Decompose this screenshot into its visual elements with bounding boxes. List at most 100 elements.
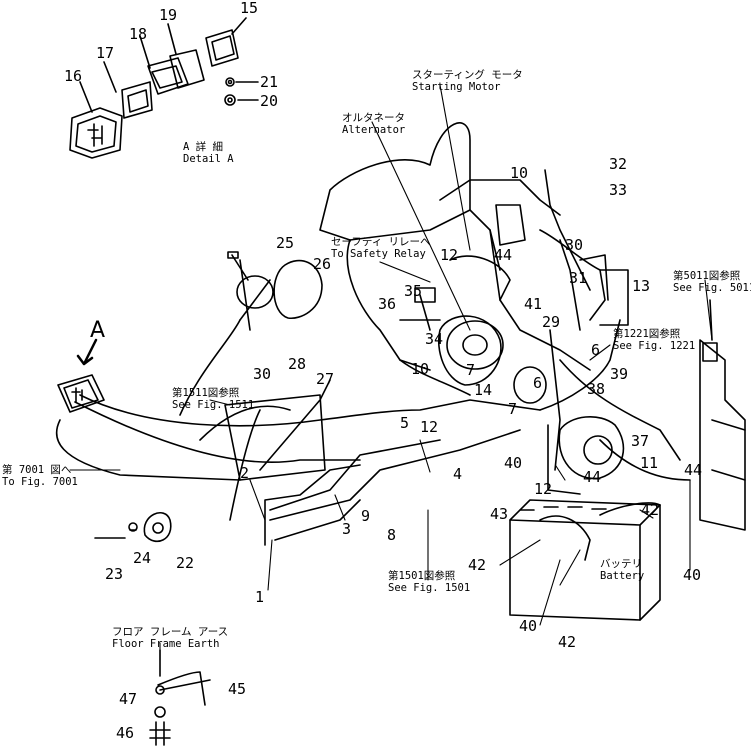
caption-fig-1221-jp: 第1221図参照 (613, 328, 681, 340)
callout-44: 44 (494, 246, 513, 264)
caption-floor-earth-jp: フロア フレーム アース (112, 626, 229, 638)
caption-fig-1501-en: See Fig. 1501 (388, 582, 471, 594)
caption-fig-5011-jp: 第5011図参照 (673, 270, 741, 282)
callout-4: 4 (453, 465, 463, 483)
caption-fig-1501-jp: 第1501図参照 (388, 570, 456, 582)
caption-detail-a-jp: A 詳 細 (183, 141, 223, 153)
callout-11: 11 (640, 454, 659, 472)
callout-16: 16 (64, 67, 83, 85)
callout-40c: 40 (519, 617, 538, 635)
callout-6: 6 (591, 341, 601, 359)
callout-7: 7 (466, 361, 476, 379)
callout-30b: 30 (253, 365, 272, 383)
callout-18: 18 (129, 25, 148, 43)
caption-fig-1221: 第1221図参照 See Fig. 1221 (613, 328, 695, 352)
callout-41: 41 (524, 295, 543, 313)
callout-45: 45 (228, 680, 247, 698)
callout-10: 10 (510, 164, 529, 182)
leader-lines (69, 84, 713, 661)
caption-floor-earth: フロア フレーム アース Floor Frame Earth (112, 626, 228, 650)
detail-a-marker: A (90, 318, 106, 343)
callout-30: 30 (565, 236, 584, 254)
callout-24: 24 (133, 549, 152, 567)
callout-46: 46 (116, 724, 135, 742)
caption-detail-a: A 詳 細 Detail A (183, 141, 234, 165)
callout-23: 23 (105, 565, 124, 583)
caption-alternator-jp: オルタネータ (342, 112, 405, 124)
caption-fig-1511: 第1511図参照 See Fig. 1511 (172, 387, 254, 411)
caption-battery-en: Battery (600, 570, 645, 582)
callout-3: 3 (342, 520, 352, 538)
callout-32: 32 (609, 155, 628, 173)
callout-12b: 12 (420, 418, 439, 436)
callout-39: 39 (610, 365, 629, 383)
callout-6b: 6 (533, 374, 543, 392)
callout-40b: 40 (683, 566, 702, 584)
battery-drawing (509, 499, 661, 621)
callout-8: 8 (387, 526, 397, 544)
callout-12c: 12 (534, 480, 553, 498)
caption-safety-relay-en: To Safety Relay (331, 248, 426, 260)
callout-27: 27 (316, 370, 335, 388)
alternator-drawing (399, 287, 502, 386)
caption-fig-5011-en: See Fig. 5011 (673, 282, 751, 294)
caption-fig-7001: 第 7001 図へ To Fig. 7001 (2, 464, 78, 488)
callout-43: 43 (490, 505, 509, 523)
callout-38: 38 (587, 380, 606, 398)
callout-34: 34 (425, 330, 444, 348)
callout-7b: 7 (508, 400, 518, 418)
callout-44c: 44 (684, 461, 703, 479)
caption-detail-a-en: Detail A (183, 153, 234, 165)
callout-21: 21 (260, 73, 279, 91)
caption-battery: バッテリ Battery (600, 558, 644, 582)
callout-5: 5 (400, 414, 410, 432)
callout-22: 22 (176, 554, 195, 572)
callout-13: 13 (632, 277, 651, 295)
caption-fig-7001-jp: 第 7001 図へ (2, 464, 72, 476)
caption-fig-1221-en: See Fig. 1221 (613, 340, 696, 352)
callout-14: 14 (474, 381, 493, 399)
upper-harness-drawing (539, 169, 629, 326)
callout-26: 26 (313, 255, 332, 273)
caption-fig-7001-en: To Fig. 7001 (2, 476, 78, 488)
frame-bracket-drawing (699, 299, 746, 531)
callout-36: 36 (378, 295, 397, 313)
caption-safety-relay: セーフティ リレーへ To Safety Relay (331, 236, 431, 260)
callout-40: 40 (504, 454, 523, 472)
caption-fig-5011: 第5011図参照 See Fig. 5011 (673, 270, 751, 294)
floor-earth-cable-drawing (149, 649, 211, 746)
callout-31: 31 (569, 269, 588, 287)
detail-a-arrow (76, 338, 98, 366)
callout-17: 17 (96, 44, 115, 62)
callout-44b: 44 (583, 468, 602, 486)
caption-fig-1511-en: See Fig. 1511 (172, 399, 255, 411)
callout-12: 12 (440, 246, 459, 264)
callout-25: 25 (276, 234, 295, 252)
caption-safety-relay-jp: セーフティ リレーへ (331, 236, 431, 248)
callout-19: 19 (159, 6, 178, 24)
callout-35: 35 (404, 282, 423, 300)
caption-starting-motor-jp: スターティング モータ (412, 69, 523, 81)
caption-battery-jp: バッテリ (600, 558, 642, 570)
caption-starting-motor: スターティング モータ Starting Motor (412, 69, 523, 93)
callout-33: 33 (609, 181, 628, 199)
callout-37: 37 (631, 432, 650, 450)
callout-10b: 10 (411, 360, 430, 378)
callout-2: 2 (240, 464, 250, 482)
callout-47: 47 (119, 690, 138, 708)
caption-fig-1501: 第1501図参照 See Fig. 1501 (388, 570, 470, 594)
callout-42b: 42 (468, 556, 487, 574)
work-lamp-detail-drawing (69, 17, 259, 159)
callout-9: 9 (361, 507, 371, 525)
battery-relay-drawing (547, 415, 625, 495)
callout-29: 29 (542, 313, 561, 331)
caption-fig-1511-jp: 第1511図参照 (172, 387, 240, 399)
caption-alternator: オルタネータ Alternator (342, 112, 405, 136)
caption-alternator-en: Alternator (342, 124, 406, 136)
callout-42c: 42 (558, 633, 577, 651)
callout-42: 42 (641, 501, 660, 519)
caption-starting-motor-en: Starting Motor (412, 81, 501, 93)
callout-1: 1 (255, 588, 265, 606)
